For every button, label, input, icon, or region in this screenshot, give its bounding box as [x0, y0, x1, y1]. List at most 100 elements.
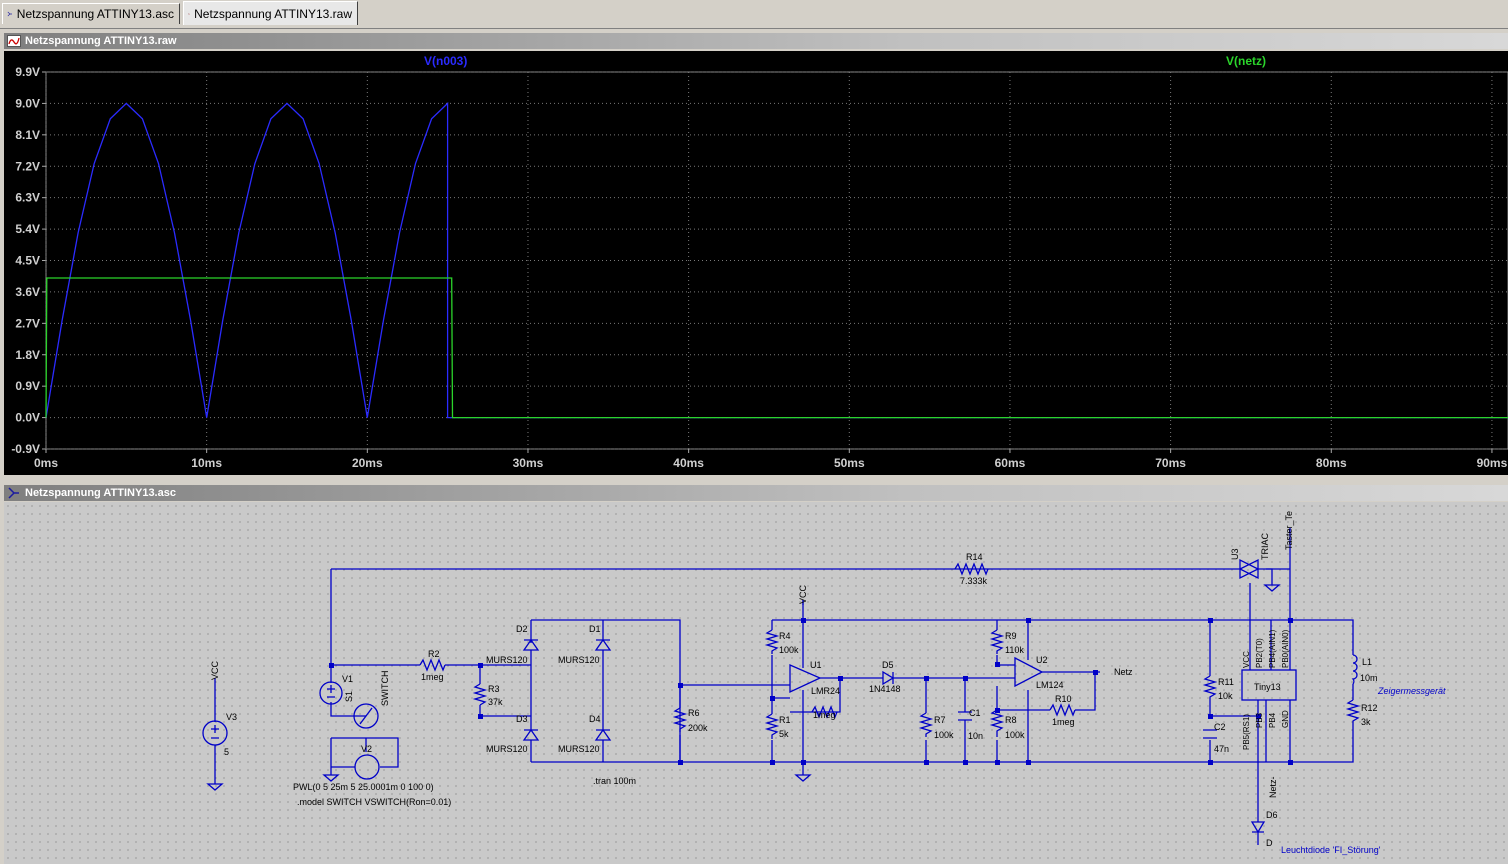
x-tick-label: 20ms [352, 456, 383, 470]
tab-schematic[interactable]: Netzspannung ATTINY13.asc [2, 3, 180, 24]
label-v3-value: 5 [224, 747, 229, 757]
x-tick-label: 30ms [513, 456, 544, 470]
label-pin-pb0: PB0(AIN0) [1281, 629, 1290, 668]
schematic-canvas[interactable]: R14 7.333k U3 TRIAC Taster_Te VCC VCC V3… [4, 502, 1508, 864]
tab-label: Netzspannung ATTINY13.raw [194, 6, 352, 21]
wire [480, 619, 681, 763]
label-tiny13: Tiny13 [1254, 682, 1281, 692]
resistor-symbol [811, 705, 838, 719]
label-r1: R1 [779, 715, 791, 725]
label-model: .model SWITCH VSWITCH(Ron=0.01) [297, 797, 451, 807]
schematic-drawing[interactable]: R14 7.333k U3 TRIAC Taster_Te VCC VCC V3… [4, 502, 1508, 864]
label-murs120: MURS120 [558, 655, 600, 665]
x-tick-label: 60ms [995, 456, 1026, 470]
resistor-symbol [1345, 699, 1361, 730]
resistor-symbol [472, 683, 488, 706]
resistor-symbol [764, 713, 780, 739]
label-pin-pb1: PB4 [1268, 712, 1277, 728]
label-v2: V2 [361, 744, 372, 754]
wire [679, 684, 1290, 763]
y-tick-label: 9.0V [15, 96, 40, 110]
y-tick-label: 7.2V [15, 159, 40, 173]
voltage-source-symbol [354, 754, 380, 780]
label-zeigermessgeraet: Zeigermessgerät [1377, 686, 1446, 696]
label-r7-value: 100k [934, 730, 954, 740]
x-tick-label: 10ms [191, 456, 222, 470]
label-d2: D2 [516, 624, 528, 634]
schematic-window-titlebar[interactable]: Netzspannung ATTINY13.asc [4, 485, 1508, 501]
label-d6: D6 [1266, 810, 1278, 820]
label-l1: L1 [1362, 657, 1372, 667]
x-tick-label: 70ms [1155, 456, 1186, 470]
resistor-symbol [918, 712, 934, 737]
label-pin-pb3: PB3 [1255, 712, 1264, 728]
series-line-V(netz) [45, 277, 1508, 419]
opamp-symbol [1014, 656, 1044, 688]
wire [790, 677, 1015, 762]
label-r5-value: 1meg [813, 710, 836, 720]
label-r12: R12 [1361, 703, 1378, 713]
label-c2-value: 47n [1214, 744, 1229, 754]
document-tab-bar: Netzspannung ATTINY13.asc Netzspannung A… [0, 0, 1508, 29]
window-title: Netzspannung ATTINY13.raw [25, 35, 177, 47]
y-tick-label: 5.4V [15, 222, 40, 236]
schematic-icon [8, 487, 19, 499]
label-r11: R11 [1218, 677, 1234, 687]
label-murs120: MURS120 [486, 655, 528, 665]
resistor-symbol [764, 629, 780, 654]
y-tick-label: 1.8V [15, 348, 40, 362]
series-legend-label: V(netz) [1226, 54, 1266, 68]
wire [1209, 620, 1259, 762]
x-tick-label: 90ms [1477, 456, 1508, 470]
label-switch: SWITCH [380, 671, 390, 707]
waveform-chart[interactable]: 9.9V9.0V8.1V7.2V6.3V5.4V4.5V3.6V2.7V1.8V… [4, 51, 1508, 475]
y-tick-label: 2.7V [15, 316, 40, 330]
label-c2: C2 [1214, 722, 1226, 732]
label-r1-value: 5k [779, 729, 789, 739]
label-netz: Netz [1114, 667, 1133, 677]
vcc-flag [214, 600, 804, 683]
label-l1-value: 10m [1360, 673, 1378, 683]
opamp-symbol [789, 664, 822, 694]
wire [996, 620, 1100, 762]
voltage-source-symbol [202, 720, 228, 746]
y-tick-label: -0.9V [11, 442, 40, 456]
label-netz-minus: Netz- [1268, 776, 1278, 798]
resistor-symbol [989, 629, 1005, 654]
label-vcc-flag: VCC [210, 660, 220, 680]
waveform-window-titlebar[interactable]: Netzspannung ATTINY13.raw [4, 33, 1508, 49]
label-r8: R8 [1005, 715, 1017, 725]
label-c1-value: 10n [968, 731, 983, 741]
label-s1: S1 [344, 691, 354, 702]
label-r10-value: 1meg [1052, 717, 1075, 727]
label-r12-value: 3k [1361, 717, 1371, 727]
x-tick-label: 40ms [673, 456, 704, 470]
label-pin-pb2: PB2(T0) [1255, 638, 1264, 668]
y-tick-label: 0.9V [15, 379, 40, 393]
x-tick-label: 80ms [1316, 456, 1347, 470]
inductor-symbol [1351, 654, 1358, 685]
resistor-symbol [1202, 675, 1218, 702]
label-d1: D1 [589, 624, 601, 634]
series-line-V(n003) [45, 101, 1508, 419]
microcontroller-symbol [1241, 669, 1297, 701]
label-d6-model: D [1266, 838, 1273, 848]
tab-waveform[interactable]: Netzspannung ATTINY13.raw [183, 1, 358, 25]
label-r3-value: 37k [488, 697, 503, 707]
label-r11-value: 10k [1218, 691, 1233, 701]
label-r10: R10 [1055, 694, 1072, 704]
label-murs120: MURS120 [486, 744, 528, 754]
label-r9: R9 [1005, 631, 1017, 641]
switch-contact [359, 707, 373, 725]
label-d5-value: 1N4148 [869, 684, 901, 694]
x-tick-label: 50ms [834, 456, 865, 470]
label-r14: R14 [966, 552, 983, 562]
waveform-icon [7, 35, 21, 47]
wire [1266, 568, 1354, 763]
plot-frame [45, 71, 1508, 450]
label-vcc-flag: VCC [798, 584, 808, 604]
resistor-symbol [419, 658, 446, 672]
label-murs120: MURS120 [558, 744, 600, 754]
label-pin-pb4: PB4(AIN1) [1268, 629, 1277, 668]
